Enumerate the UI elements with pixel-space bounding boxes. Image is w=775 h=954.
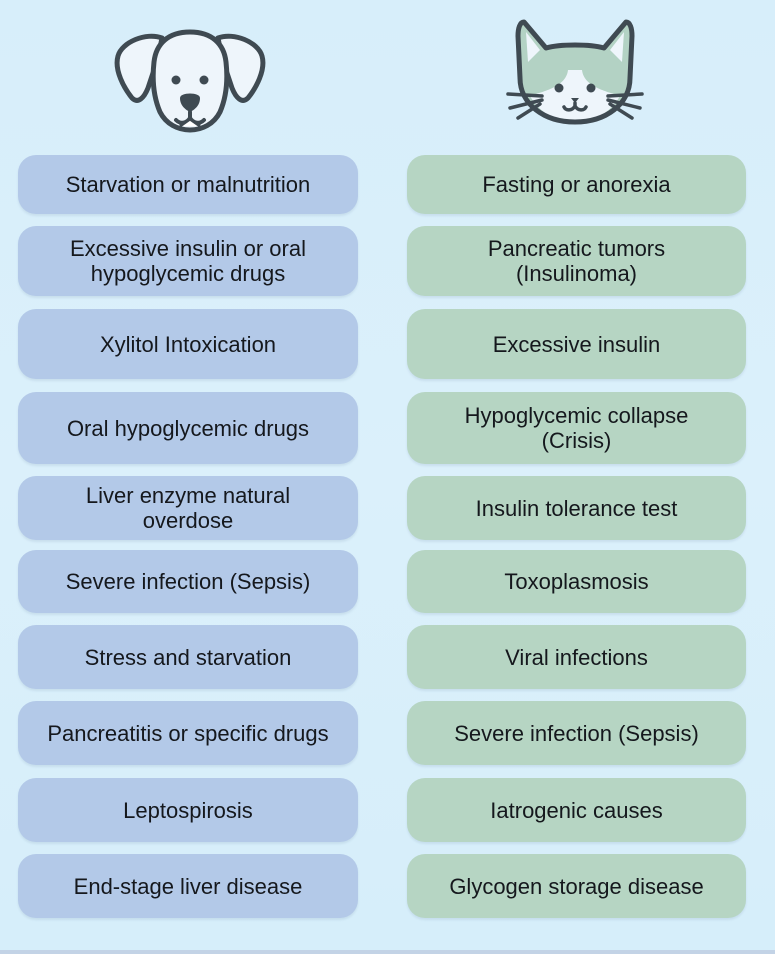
dog-cause-item: Oral hypoglycemic drugs (18, 392, 358, 464)
dog-cause-item: Severe infection (Sepsis) (18, 550, 358, 613)
bottom-divider (0, 950, 775, 954)
cat-cause-item: Toxoplasmosis (407, 550, 746, 613)
dog-cause-label: Oral hypoglycemic drugs (66, 415, 310, 441)
dog-cause-item: Excessive insulin or oral hypoglycemic d… (18, 226, 358, 296)
cat-face-icon (500, 18, 650, 130)
dog-cause-label: Leptospirosis (123, 797, 253, 823)
cat-cause-label: Iatrogenic causes (490, 797, 663, 823)
cat-cause-label: Fasting or anorexia (482, 172, 671, 197)
cat-cause-label: Toxoplasmosis (504, 569, 649, 594)
dog-cause-item: End-stage liver disease (18, 854, 358, 918)
dog-cause-label: Xylitol Intoxication (99, 331, 277, 357)
dog-cause-label: Pancreatitis or specific drugs (47, 720, 329, 746)
cat-cause-label: Viral infections (505, 644, 648, 670)
dog-cause-item: Starvation or malnutrition (18, 155, 358, 214)
dog-cause-label: Stress and starvation (84, 644, 292, 670)
cat-cause-label: Severe infection (Sepsis) (454, 720, 699, 746)
cat-cause-label: Hypoglycemic collapse (Crisis) (464, 403, 689, 453)
cat-cause-item: Hypoglycemic collapse (Crisis) (407, 392, 746, 464)
cat-cause-label: Glycogen storage disease (449, 873, 704, 899)
cat-cause-item: Pancreatic tumors (Insulinoma) (407, 226, 746, 296)
dog-cause-label: Liver enzyme natural overdose (85, 483, 291, 533)
cat-cause-item: Insulin tolerance test (407, 476, 746, 540)
dog-face-icon (110, 18, 270, 136)
cat-cause-label: Pancreatic tumors (Insulinoma) (487, 236, 666, 286)
cat-cause-item: Viral infections (407, 625, 746, 689)
dog-cause-label: Excessive insulin or oral hypoglycemic d… (70, 236, 306, 286)
dog-cause-item: Liver enzyme natural overdose (18, 476, 358, 540)
cat-cause-item: Iatrogenic causes (407, 778, 746, 842)
cat-cause-label: Insulin tolerance test (475, 495, 678, 521)
dog-cause-label: Starvation or malnutrition (65, 172, 311, 197)
cat-cause-item: Glycogen storage disease (407, 854, 746, 918)
dog-cause-label: Severe infection (Sepsis) (65, 569, 311, 594)
cat-cause-item: Severe infection (Sepsis) (407, 701, 746, 765)
dog-cause-item: Pancreatitis or specific drugs (18, 701, 358, 765)
cat-cause-item: Excessive insulin (407, 309, 746, 379)
dog-cause-label: End-stage liver disease (73, 873, 303, 899)
dog-cause-item: Leptospirosis (18, 778, 358, 842)
cat-cause-label: Excessive insulin (492, 331, 661, 357)
dog-cause-item: Stress and starvation (18, 625, 358, 689)
dog-cause-item: Xylitol Intoxication (18, 309, 358, 379)
cat-cause-item: Fasting or anorexia (407, 155, 746, 214)
